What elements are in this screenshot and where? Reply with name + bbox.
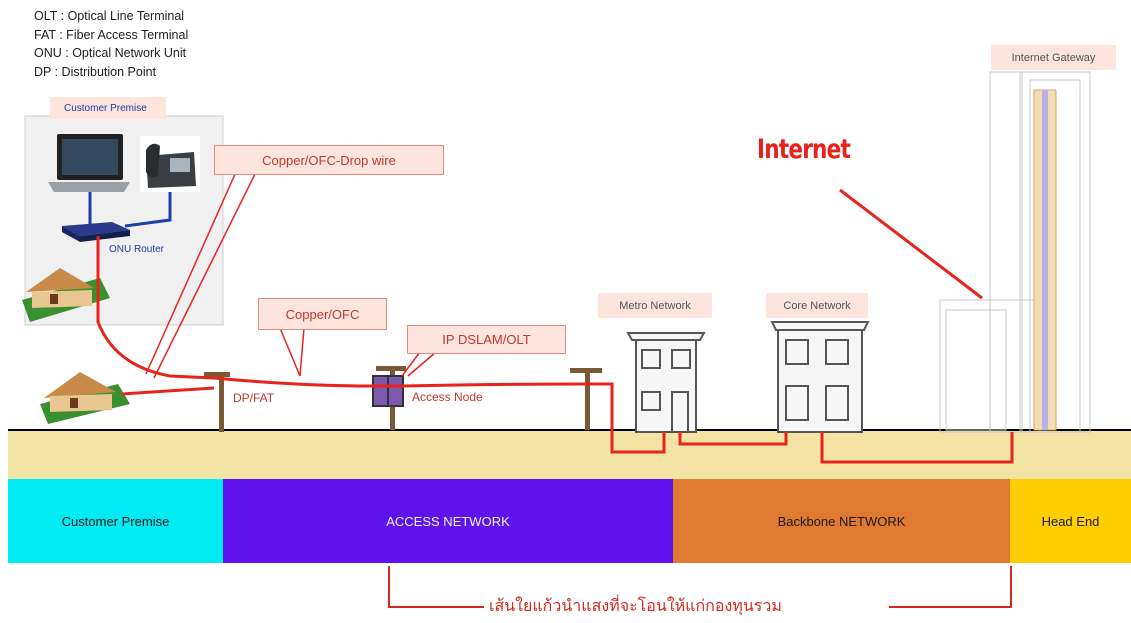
house-drop-cable: [121, 386, 215, 396]
segment-access-network: ACCESS NETWORK: [223, 479, 673, 563]
house-icon-lower: [40, 372, 130, 424]
callout-copper-ofc: Copper/OFC: [258, 298, 387, 330]
bottom-bracket: [388, 566, 1012, 608]
dp-fat-label: DP/FAT: [233, 391, 275, 405]
segment-head-end: Head End: [1010, 479, 1131, 563]
abbreviation-legend: OLT : Optical Line Terminal FAT : Fiber …: [34, 7, 188, 81]
callout-leaders: [145, 171, 437, 379]
ground: [8, 430, 1131, 479]
pole-icon-dp: [204, 372, 230, 432]
access-node-label: Access Node: [412, 390, 483, 404]
metro-core-cable: [678, 432, 788, 446]
legend-onu: ONU : Optical Network Unit: [34, 46, 187, 60]
legend-dp: DP : Distribution Point: [34, 64, 157, 79]
pole-icon-metro: [570, 368, 602, 430]
cable-network: [96, 188, 1014, 464]
internet-pointer: [839, 188, 983, 300]
internet-label: Internet: [757, 134, 851, 165]
metro-network-label: Metro Network: [598, 293, 712, 318]
phone-icon: [140, 136, 200, 192]
legend-olt: OLT : Optical Line Terminal: [34, 9, 185, 23]
premise-wiring: [88, 192, 172, 228]
access-node-cabinet-icon: [372, 375, 404, 407]
house-icon-upper: [22, 268, 110, 322]
customer-premise-title-bg: [50, 97, 166, 119]
callout-ip-dslam: IP DSLAM/OLT: [407, 325, 566, 354]
onu-router-label: ONU Router: [109, 244, 165, 255]
legend-fat: FAT : Fiber Access Terminal: [34, 27, 189, 42]
metro-building-icon: [626, 332, 706, 433]
callout-drop-wire: Copper/OFC-Drop wire: [214, 145, 444, 175]
laptop-icon: [48, 134, 130, 192]
drop-wire-cable: [96, 236, 215, 380]
core-building-icon: [770, 321, 870, 433]
internet-gateway-tower-icon: [939, 71, 1091, 433]
bottom-caption: เส้นใยแก้วนำแสงที่จะโอนให้แก่กองทุนรวม: [489, 598, 782, 615]
internet-gateway-label: Internet Gateway: [991, 45, 1116, 70]
main-cable: [213, 376, 666, 454]
segment-backbone-network: Backbone NETWORK: [673, 479, 1010, 563]
core-headend-cable: [820, 432, 1014, 464]
customer-premise-title: Customer Premise: [64, 103, 147, 114]
segment-customer-premise: Customer Premise: [8, 479, 223, 563]
core-network-label: Core Network: [766, 293, 868, 318]
onu-router-icon: [62, 222, 130, 242]
